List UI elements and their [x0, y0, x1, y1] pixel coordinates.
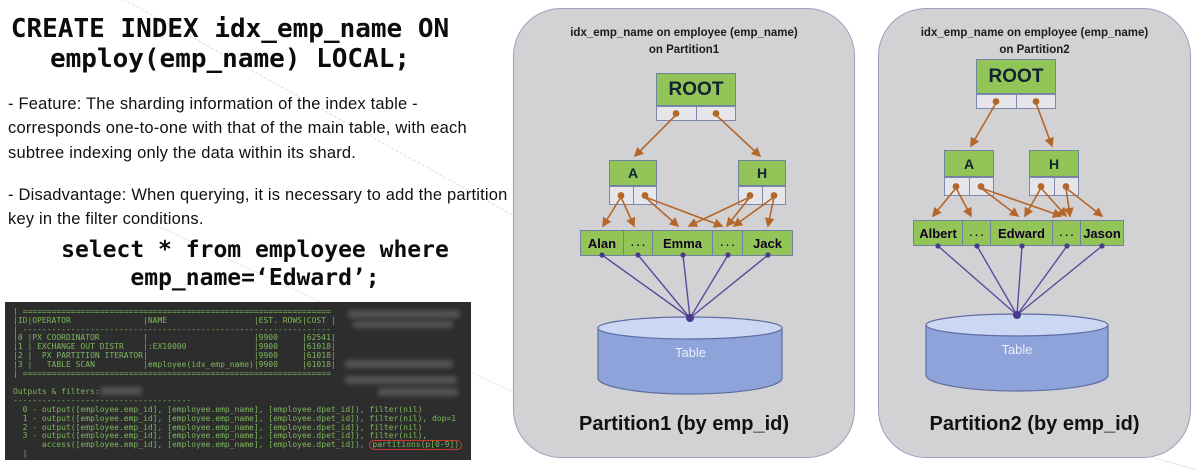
select-statement: select * from employee where emp_name=‘E…: [0, 237, 510, 292]
redacted-text: [345, 376, 457, 384]
plan-header-row: |ID|OPERATOR |NAME |EST. ROWS|COST |: [13, 315, 336, 325]
pointer-cell: [656, 106, 697, 121]
partition1-title-line1: idx_emp_name on employee (emp_name): [570, 27, 798, 39]
pointer-cell: [609, 186, 634, 205]
partition1-title-line2: on Partition1: [648, 43, 720, 56]
access-prefix: access([employee.emp_id], [employee.emp_…: [13, 440, 370, 450]
pointer-cell: [696, 106, 736, 121]
create-index-statement: CREATE INDEX idx_emp_name ON employ(emp_…: [0, 14, 460, 74]
leaf-cell: Jason: [1081, 220, 1124, 246]
leaf-cell: Emma: [653, 230, 713, 256]
create-index-line1: CREATE INDEX idx_emp_name ON: [10, 14, 450, 44]
partition1-card: idx_emp_name on employee (emp_name) on P…: [513, 8, 855, 458]
terminal-cursor: |: [13, 448, 28, 458]
node-h: H: [1029, 150, 1079, 177]
redacted-text: [378, 388, 458, 396]
redacted-text: [353, 321, 453, 328]
root-node: ROOT: [656, 73, 736, 106]
table-cylinder-label: Table: [1001, 342, 1033, 357]
leaf-cell-ellipsis: . . .: [963, 220, 991, 246]
partitions-highlight: partitions(p[0-9]): [369, 440, 463, 451]
leaf-cell: Alan: [580, 230, 624, 256]
leaf-cell: Albert: [913, 220, 963, 246]
output-line-1: 1 - output([employee.emp_id], [employee.…: [13, 413, 457, 423]
feature-note: - Feature: The sharding information of t…: [8, 95, 467, 162]
output-line-0: 0 - output([employee.emp_id], [employee.…: [13, 404, 423, 414]
pointer-cell: [1054, 177, 1079, 196]
pointer-cell: [969, 177, 994, 196]
node-a: A: [609, 160, 657, 186]
node-h: H: [738, 160, 786, 186]
redacted-text: [100, 387, 142, 395]
leaf-row: Alan . . . Emma . . . Jack: [580, 230, 793, 256]
root-pointer-row: [976, 94, 1056, 109]
output-line-3: 3 - output([employee.emp_id], [employee.…: [13, 431, 428, 441]
pointer-cell: [1016, 94, 1056, 109]
plan-row-2: |2 | PX PARTITION ITERATOR| |9900 |61018…: [13, 350, 336, 360]
output-access-line: access([employee.emp_id], [employee.emp_…: [13, 440, 463, 451]
leaf-cell-ellipsis: . . .: [713, 230, 743, 256]
node-h-pointer-row: [738, 186, 786, 205]
leaf-row: Albert . . . Edward . . . Jason: [913, 220, 1124, 246]
table-cylinder-label: Table: [674, 345, 707, 360]
partition2-caption: Partition2 (by emp_id): [929, 413, 1140, 435]
root-pointer-row: [656, 106, 736, 121]
pointer-cell: [633, 186, 657, 205]
plan-separator: | ======================================…: [13, 307, 331, 316]
partition1-caption: Partition1 (by emp_id): [578, 413, 790, 435]
node-a-pointer-row: [609, 186, 657, 205]
partition2-card: idx_emp_name on employee (emp_name) on P…: [878, 8, 1191, 458]
plan-separator: | ======================================…: [13, 368, 331, 378]
root-node: ROOT: [976, 59, 1056, 94]
outputs-divider: -------------------------------------: [13, 396, 192, 406]
node-a-pointer-row: [944, 177, 994, 196]
plan-row-1: |1 | EXCHANGE OUT DISTR |:EX10000 |9900 …: [13, 342, 336, 352]
plan-row-0: |0 |PX COORDINATOR | |9900 |62541|: [13, 333, 336, 343]
output-line-2: 2 - output([employee.emp_id], [employee.…: [13, 422, 423, 432]
plan-row-3: |3 | TABLE SCAN |employee(idx_emp_name)|…: [13, 359, 336, 369]
pointer-cell: [976, 94, 1017, 109]
disadvantage-note: - Disadvantage: When querying, it is nec…: [8, 186, 508, 229]
pointer-cell: [944, 177, 970, 196]
pointer-cell: [762, 186, 786, 205]
create-index-line2: employ(emp_name) LOCAL;: [49, 44, 411, 75]
pointer-cell: [1029, 177, 1055, 196]
partition2-title-line2: on Partition2: [999, 43, 1070, 56]
plan-divider: | --------------------------------------…: [13, 324, 331, 334]
leaf-cell-ellipsis: . . .: [624, 230, 653, 256]
outputs-filters-header: Outputs & filters:: [13, 387, 100, 397]
partition1-title: idx_emp_name on employee (emp_name) on P…: [514, 25, 854, 58]
redacted-text: [348, 310, 460, 318]
leaf-cell: Edward: [991, 220, 1053, 246]
select-line2: emp_name=‘Edward’;: [130, 264, 380, 291]
node-h-pointer-row: [1029, 177, 1079, 196]
leaf-cell: Jack: [743, 230, 793, 256]
partition2-title-line1: idx_emp_name on employee (emp_name): [920, 27, 1149, 39]
redacted-text: [345, 360, 453, 368]
node-a: A: [944, 150, 994, 177]
partition2-title: idx_emp_name on employee (emp_name) on P…: [879, 25, 1190, 58]
leaf-cell-ellipsis: . . .: [1053, 220, 1081, 246]
select-line1: select * from employee where: [61, 237, 449, 263]
pointer-cell: [738, 186, 763, 205]
